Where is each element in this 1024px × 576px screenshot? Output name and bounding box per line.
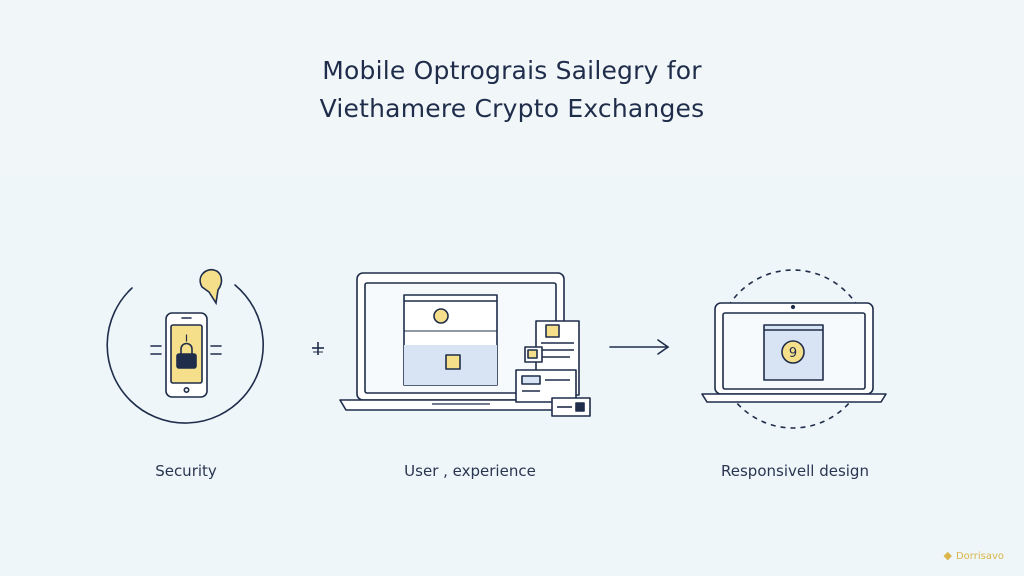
- avatar-badge: [433, 308, 449, 324]
- responsive-design-icon: 9: [701, 269, 887, 429]
- bubble-icon: [199, 268, 223, 306]
- security-icon: [106, 268, 264, 424]
- title-line-2: Viethamere Crypto Exchanges: [319, 94, 705, 123]
- laptop-base: [701, 393, 887, 403]
- step-label-responsive-design: Responsivell design: [721, 462, 869, 480]
- coin-icon: [781, 340, 805, 364]
- step-label-user-experience: User , experience: [404, 462, 536, 480]
- brand-watermark: ◆Dorrisavo: [944, 549, 1005, 562]
- plus-connector: [312, 342, 324, 355]
- lock-icon: [180, 342, 193, 355]
- brand-logo-icon: ◆: [943, 549, 952, 562]
- step-label-security: Security: [155, 462, 217, 480]
- arrow-right-icon: [609, 339, 670, 355]
- brand-text: Dorrisavo: [955, 551, 1004, 562]
- user-experience-icon: [339, 272, 591, 417]
- page-title: Mobile Optrograis Sailegry for Viethamer…: [0, 52, 1024, 128]
- header-band: [0, 0, 1024, 176]
- security-ring: [106, 284, 264, 424]
- svg-text:9: 9: [789, 346, 797, 361]
- title-line-1: Mobile Optrograis Sailegry for: [322, 56, 702, 85]
